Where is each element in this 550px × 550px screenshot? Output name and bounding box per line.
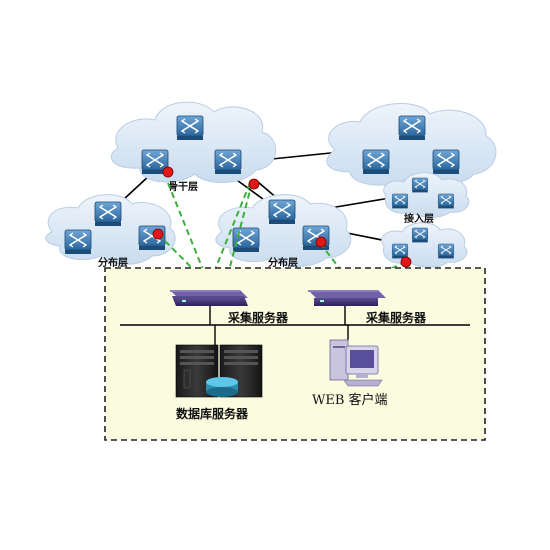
collector-server-icon [176,298,240,306]
monitoring-panel [104,267,486,441]
switch-icon [176,115,204,141]
switch-icon [94,201,122,227]
probe-dot-icon [162,166,174,178]
access-cloud-upper [383,172,470,218]
switch-icon [64,229,92,255]
switch-icon [437,193,455,209]
switch-icon [437,243,455,259]
switch-icon [432,149,460,175]
collector-left-label: 采集服务器 [227,310,289,325]
probe-dot-icon [315,236,327,248]
core-cloud-right [326,103,497,187]
database-server [175,344,263,398]
switch-icon [411,177,429,193]
access-cloud-lower [381,222,468,268]
database-server-label: 数据库服务器 [176,406,249,421]
distribution-center-label: 分布层 [268,256,298,269]
collector-server-icon [314,298,378,306]
switch-icon [398,115,426,141]
switch-icon [214,149,242,175]
switch-icon [391,243,409,259]
web-client [329,339,383,387]
switch-icon [391,193,409,209]
probe-dot-icon [152,228,164,240]
collector-right-label: 采集服务器 [365,310,427,325]
switch-icon [268,199,296,225]
access-label: 接入层 [404,212,434,225]
probe-dot-icon [248,178,260,190]
distribution-left-label: 分布层 [98,256,128,269]
switch-icon [232,227,260,253]
distribution-cloud-center [215,194,352,267]
distribution-cloud-left [45,194,176,265]
web-client-label: WEB 客户端 [312,392,388,408]
switch-icon [411,227,429,243]
probe-dot-icon [400,256,412,268]
backbone-label: 骨干层 [168,181,198,193]
probe-dots [152,166,412,268]
switch-icon [302,225,330,251]
backbone-cloud [110,101,277,184]
collector-server-right [308,290,386,306]
collector-server-left [170,290,248,306]
switch-icon [362,149,390,175]
